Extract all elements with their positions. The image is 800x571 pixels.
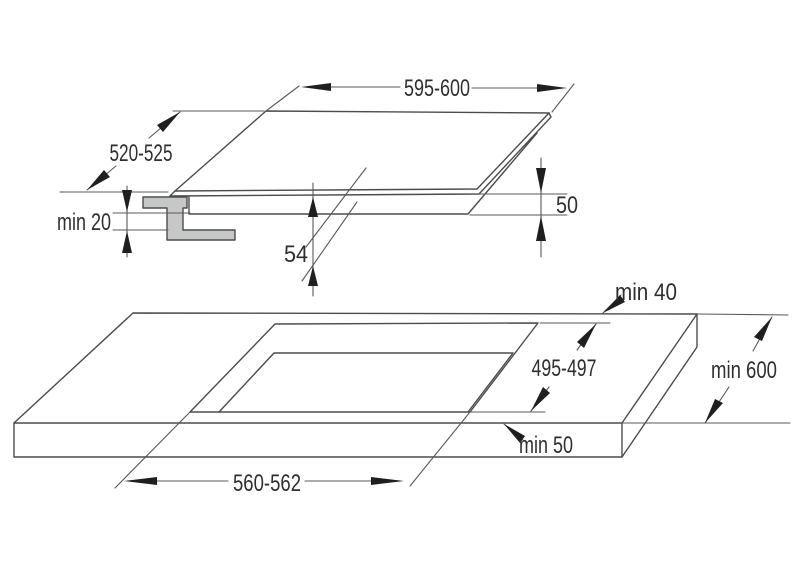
hob-total-height-label: 54 <box>284 241 308 268</box>
hob-width-label: 595-600 <box>404 75 470 102</box>
cutout-width-label: 560-562 <box>233 470 301 497</box>
arrowhead-down <box>122 190 132 212</box>
cutout-inner-wall <box>218 352 514 413</box>
extension-line <box>409 411 471 487</box>
arrowhead-down-left <box>705 399 723 423</box>
arrowhead-left <box>301 83 331 91</box>
hob-dimension-view: 595-600 520-525 min 20 54 50 <box>57 75 578 297</box>
worktop-rear-clearance-label: min 40 <box>615 279 677 306</box>
arrowhead-up-right <box>754 317 772 341</box>
cutout-depth-label: 495-497 <box>532 355 597 382</box>
arrowhead-up <box>536 216 546 241</box>
worktop-right-face <box>621 313 698 458</box>
arrowhead-up <box>308 266 318 286</box>
extension-line <box>114 411 191 489</box>
hob-depth-label: 520-525 <box>110 140 173 167</box>
arrowhead-right <box>537 84 567 92</box>
hob-edge-height-label: 50 <box>556 192 578 219</box>
arrowhead-up-right <box>157 112 180 132</box>
arrowhead-left <box>124 477 157 485</box>
arrowhead-up-left <box>504 424 525 443</box>
extension-line <box>265 85 300 112</box>
extension-line <box>305 167 367 248</box>
extension-line <box>696 313 789 316</box>
arrowhead-up <box>122 231 132 253</box>
mounting-bracket-profile <box>142 196 236 241</box>
arrowhead-down <box>536 168 546 193</box>
arrowhead-down-left <box>87 170 110 190</box>
arrowhead-right <box>371 477 404 485</box>
worktop-front-face <box>13 422 623 458</box>
arrowhead-up <box>308 197 318 217</box>
worktop-front-clearance-label: min 50 <box>519 432 573 459</box>
worktop-cutout-view: min 40 495-497 min 600 min 50 560-562 <box>13 279 791 497</box>
extension-line <box>301 201 358 282</box>
arrowhead-up-right <box>577 324 596 348</box>
worktop-depth-label: min 600 <box>711 357 777 384</box>
arrowhead-down-left <box>531 387 550 411</box>
hob-under-clearance-label: min 20 <box>57 209 111 236</box>
hob-body-outline <box>188 132 538 215</box>
arrowhead-down-left <box>603 295 625 313</box>
cutout-opening-outline <box>189 322 539 413</box>
dimension-line <box>330 86 541 89</box>
extension-line <box>551 83 575 113</box>
